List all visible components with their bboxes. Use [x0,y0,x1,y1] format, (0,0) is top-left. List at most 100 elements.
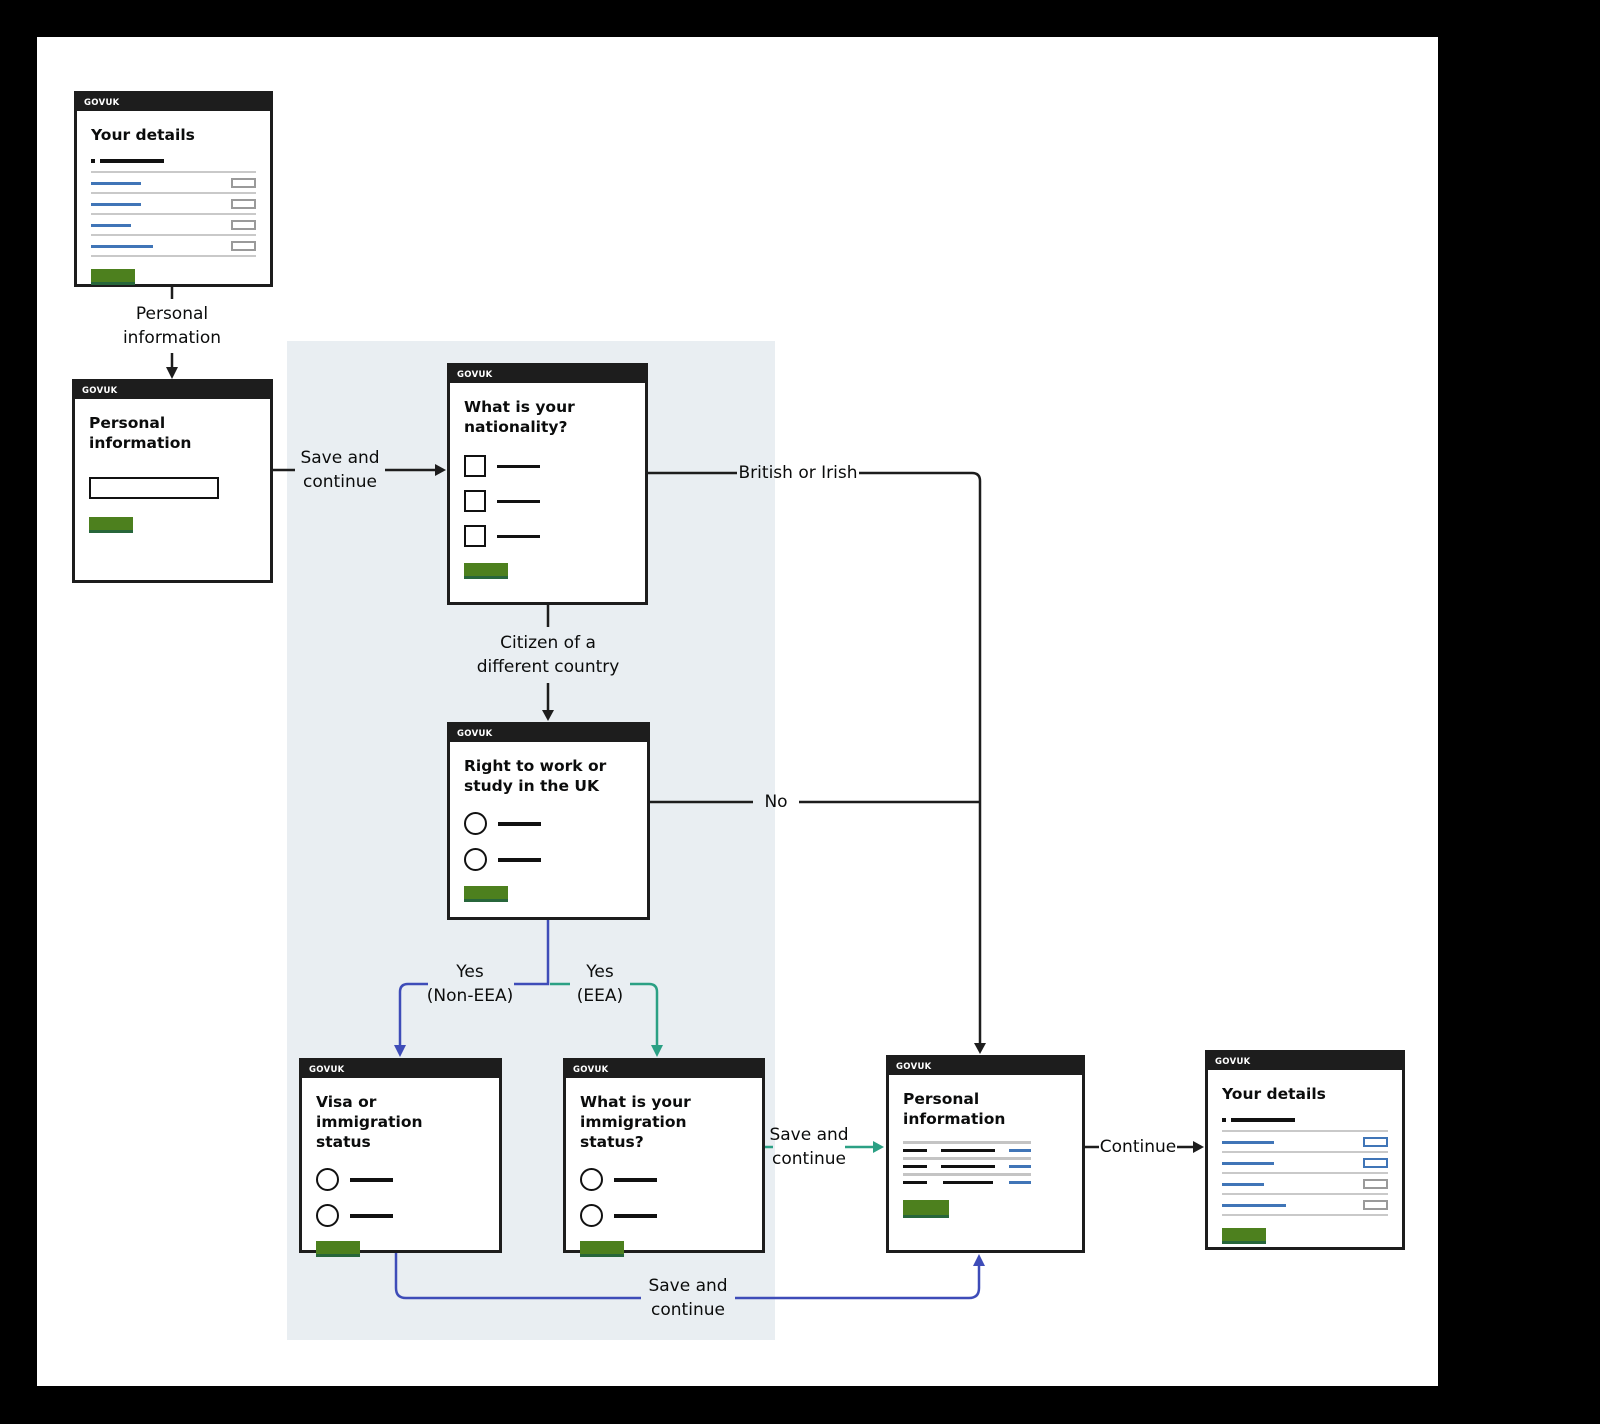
browser-chrome-label: GOVUK [82,385,118,396]
arrowhead-down-right-to-work [542,710,554,721]
browser-chrome-label: GOVUK [896,1061,932,1072]
option-label-placeholder [498,822,541,826]
checkbox-row [464,455,631,478]
page-title: Personal information [903,1090,1006,1129]
option-label-placeholder [350,1214,393,1218]
option-label-placeholder [350,1178,393,1182]
arrowhead-down-personal-info-right [974,1043,986,1054]
radio-placeholder [316,1204,339,1228]
wireframe-button [91,269,135,286]
wireframe-button [1222,1228,1266,1245]
cell-placeholder [941,1148,995,1153]
change-box-placeholder [231,178,256,189]
wireframe-summary-table [903,1141,1031,1185]
window-immigration-status: GOVUK What is your immigration status? [563,1058,765,1258]
wireframe-text-input [89,477,219,500]
radio-placeholder [580,1168,603,1192]
table-rule [903,1157,1031,1160]
link-placeholder [91,181,141,185]
link-placeholder [91,202,141,206]
window-nationality: GOVUK What is your nationality? [447,363,648,605]
radio-placeholder [464,812,487,836]
arrowhead-right-nationality [435,464,446,476]
link-placeholder [1222,1161,1274,1165]
cell-placeholder [943,1180,993,1185]
browser-chrome-label: GOVUK [457,369,493,380]
edge-label-save-and-continue-1: Save and continue [300,447,380,492]
wireframe-button [89,517,133,534]
radio-row [316,1204,485,1228]
page-title: What is your immigration status? [580,1093,691,1152]
radio-placeholder [580,1204,603,1228]
arrowhead-down-personal-info [166,367,178,379]
checkbox-row [464,525,631,548]
wireframe-list-heading [91,159,256,164]
page-title: Your details [1222,1085,1326,1103]
edge-label-yes-eea: Yes (EEA) [576,961,624,1006]
radio-row [464,812,633,836]
browser-chrome-label: GOVUK [309,1064,345,1075]
summary-row [91,192,256,213]
page-title: Right to work or study in the UK [464,757,607,796]
wireframe-button [464,886,508,903]
edge-yes-non-eea [398,920,550,1046]
window-right-to-work: GOVUK Right to work or study in the UK [447,722,650,920]
change-box-placeholder [231,220,256,231]
summary-row [91,213,256,234]
option-label-placeholder [497,464,540,469]
change-box-placeholder [1363,1158,1388,1169]
bullet-dot [1222,1118,1226,1123]
window-personal-information-right: GOVUK Personal information [886,1055,1085,1253]
change-box-placeholder [231,241,256,252]
checkbox-placeholder [464,525,486,548]
window-personal-information-left: GOVUK Personal information [72,379,273,583]
option-label-placeholder [497,534,540,539]
option-label-placeholder [497,499,540,504]
radio-row [464,848,633,872]
link-placeholder [1009,1180,1031,1185]
arrowhead-up-personal-info-right [973,1254,985,1266]
browser-titlebar: GOVUK [566,1061,762,1078]
heading-bar [1231,1118,1295,1123]
wireframe-button [316,1241,360,1258]
browser-titlebar: GOVUK [302,1061,499,1078]
summary-row [91,234,256,258]
summary-row [1222,1193,1388,1217]
browser-chrome-label: GOVUK [1215,1056,1251,1067]
diagram-canvas: Personal information Save and continue B… [37,37,1438,1386]
summary-row [1222,1172,1388,1193]
page-title: What is your nationality? [464,398,575,437]
browser-chrome-label: GOVUK [573,1064,609,1075]
cell-placeholder [903,1164,927,1169]
browser-titlebar: GOVUK [450,366,645,383]
link-placeholder [1009,1148,1031,1153]
edge-label-yes-non-eea: Yes (Non-EEA) [426,961,514,1006]
checkbox-placeholder [464,455,486,478]
radio-placeholder [316,1168,339,1192]
edge-label-personal-information: Personal information [122,303,222,348]
table-rule [903,1141,1031,1144]
table-row [903,1148,1031,1153]
change-box-placeholder [1363,1137,1388,1148]
wireframe-list-heading [1222,1118,1388,1123]
option-label-placeholder [614,1178,657,1182]
radio-row [316,1168,485,1192]
link-placeholder [1222,1203,1286,1207]
link-placeholder [1222,1182,1264,1186]
page-title: Visa or immigration status [316,1093,423,1152]
edge-save-continue-3 [394,1253,981,1300]
edge-label-save-and-continue-2: Save and continue [769,1124,849,1169]
browser-chrome-label: GOVUK [84,97,120,108]
change-box-placeholder [231,199,256,210]
checkbox-row [464,490,631,513]
heading-bar [100,159,164,164]
browser-chrome-label: GOVUK [457,728,493,739]
change-box-placeholder [1363,1200,1388,1211]
summary-row [91,171,256,192]
browser-titlebar: GOVUK [889,1058,1082,1075]
wireframe-summary-list [91,171,256,258]
table-rule [903,1173,1031,1176]
checkbox-placeholder [464,490,486,513]
link-placeholder [91,244,153,248]
